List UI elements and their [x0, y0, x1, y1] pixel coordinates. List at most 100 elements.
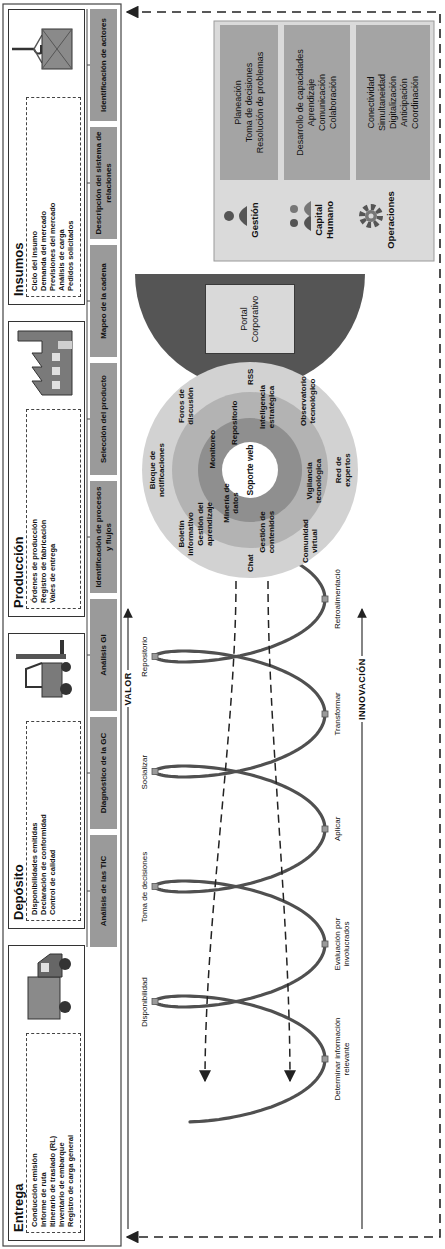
step-box: Identificación de actores: [90, 9, 117, 121]
spiral-step-dot: [152, 654, 158, 660]
document-item: Pedidos solicitados: [66, 103, 75, 291]
core-label: Soporte web: [245, 445, 255, 496]
outcome-item: Digitalización: [388, 76, 399, 129]
crane-icon: [42, 29, 72, 69]
document-item: Ciclo del insumo: [30, 103, 39, 291]
spiral-step-dot: [322, 826, 328, 832]
document-item: Disponibilidades emitidas: [30, 727, 39, 915]
outcome-heading: Operaciones: [385, 184, 396, 256]
stage-card: EntregaConducción emisiónInforme de ruta…: [8, 945, 85, 1241]
factory-icon: [18, 331, 72, 395]
tool-label: Minería de datos: [222, 480, 240, 526]
document-item: Vales de entrega: [48, 415, 57, 603]
tool-label: Gestión del aprendizaje: [196, 496, 214, 552]
knowledge-spiral: [155, 549, 325, 1122]
step-box: Análisis de las TIC: [90, 835, 117, 947]
team-icon: [304, 201, 311, 217]
document-item: Análisis de carga: [57, 103, 66, 291]
truck-icon: [59, 958, 71, 970]
forklift-icon: [16, 654, 66, 659]
document-item: Declaración de conformidad: [39, 727, 48, 915]
stage-title: Insumos: [11, 243, 26, 296]
step-label: Diagnóstico de la GC: [99, 733, 109, 813]
portal-box: Portal Corporativo: [205, 284, 295, 354]
spiral-step-dot: [152, 769, 158, 775]
results-panel: [214, 21, 434, 261]
chain-frame: [3, 4, 121, 1246]
tool-label: Inteligencia estratégica: [258, 379, 276, 435]
wheel-outer-ring: [142, 362, 358, 578]
forklift-icon: [60, 640, 64, 654]
step-box: Selección del producto: [90, 363, 117, 475]
factory-icon: [58, 341, 72, 349]
document-item: Informe de ruta: [39, 1039, 48, 1227]
cycle-step: Socializar: [140, 753, 149, 792]
step-label: Identificación de actores: [99, 18, 109, 112]
cycle-step: Transformar: [333, 690, 342, 737]
forklift-icon: [42, 663, 62, 697]
outcome-item: Colaboración: [328, 76, 339, 129]
cycle-step: Repositorio: [140, 635, 149, 679]
cycle-step: Determinar información relevante: [333, 1002, 351, 1116]
outcome-item: Resolución de problemas: [255, 52, 266, 154]
outcome-row: Capital HumanoDesarrollo de capacidadesA…: [284, 25, 350, 256]
factory-icon: [52, 353, 60, 361]
cycle-step: Toma de decisiones: [140, 850, 149, 925]
truck-icon: [28, 954, 71, 1019]
outcome-item: Coordinación: [410, 76, 421, 129]
team-icon: [290, 201, 311, 231]
step-label: Identificación de procesos y flujos: [94, 485, 113, 589]
tool-label: Foros de discusión: [177, 381, 195, 431]
step-label: Selección del producto: [99, 375, 109, 463]
tool-label: Bloque de notificaciones: [148, 440, 166, 500]
gear-icon: [362, 207, 380, 225]
crane-icon: [12, 29, 72, 69]
stage-title: Entrega: [11, 1184, 26, 1232]
crane-icon: [34, 35, 42, 63]
tool-label: Vigilancia tecnológica: [305, 454, 323, 508]
outcome-box: ConectividadSimultaneidadDigitalizaciónA…: [356, 25, 430, 180]
step-label: Análisis de las TIC: [99, 856, 109, 927]
document-item: Demanda del mercado: [39, 103, 48, 291]
document-list: Ciclo del insumoDemanda del mercadoPrevi…: [26, 97, 81, 297]
step-label: Análisis GI: [99, 634, 109, 675]
tool-label: Observatorio tecnológico: [299, 373, 317, 429]
outcome-item: Toma de decisiones: [244, 63, 255, 143]
truck-icon: [28, 977, 60, 1019]
document-list: Disponibilidades emitidasDeclaración de …: [26, 721, 81, 921]
tool-label: Boletín informativo: [177, 509, 195, 559]
crane-icon: [42, 29, 72, 69]
team-icon: [290, 205, 298, 213]
truck-icon: [38, 954, 62, 977]
document-list: Órdenes de producciónRegistro de fabrica…: [26, 409, 81, 609]
axis-label: VALOR: [123, 670, 133, 707]
outcome-row: Operaciones ConectividadSimultaneidadDigi…: [356, 25, 430, 256]
step-label: Descripción del sistema de relaciones: [94, 131, 113, 235]
factory-icon: [52, 367, 60, 375]
document-item: Inventario de embarque: [57, 1039, 66, 1227]
tool-label: Repositorio: [230, 401, 239, 445]
outcome-item: Planeación: [233, 80, 244, 125]
truck-icon: [41, 963, 49, 972]
document-item: Registro de carga general: [66, 1039, 75, 1227]
manager-icon: [239, 206, 247, 226]
gear-icon: [362, 207, 380, 225]
axis-label: INNOVACIÓN: [357, 656, 367, 722]
step-box: Descripción del sistema de relaciones: [90, 127, 117, 239]
forklift-icon: [16, 640, 72, 697]
manager-icon: [224, 211, 234, 221]
document-item: Control de calidad: [48, 727, 57, 915]
spiral-step-dot: [152, 999, 158, 1005]
stage-card: DepósitoDisponibilidades emitidasDeclara…: [8, 633, 85, 929]
return-arrow: [205, 581, 236, 1081]
spiral-step-dot: [152, 596, 328, 1062]
outcome-item: Aprendizaje: [306, 79, 317, 127]
spiral-step-dot: [322, 1056, 328, 1062]
outcome-item: Comunicación: [317, 74, 328, 131]
step-box: Mapeo de la cadena: [90, 245, 117, 357]
document-item: Itinerario de traslado (RL): [48, 1039, 57, 1227]
spiral-step-dot: [322, 941, 328, 947]
outcome-item: Anticipación: [399, 78, 410, 127]
